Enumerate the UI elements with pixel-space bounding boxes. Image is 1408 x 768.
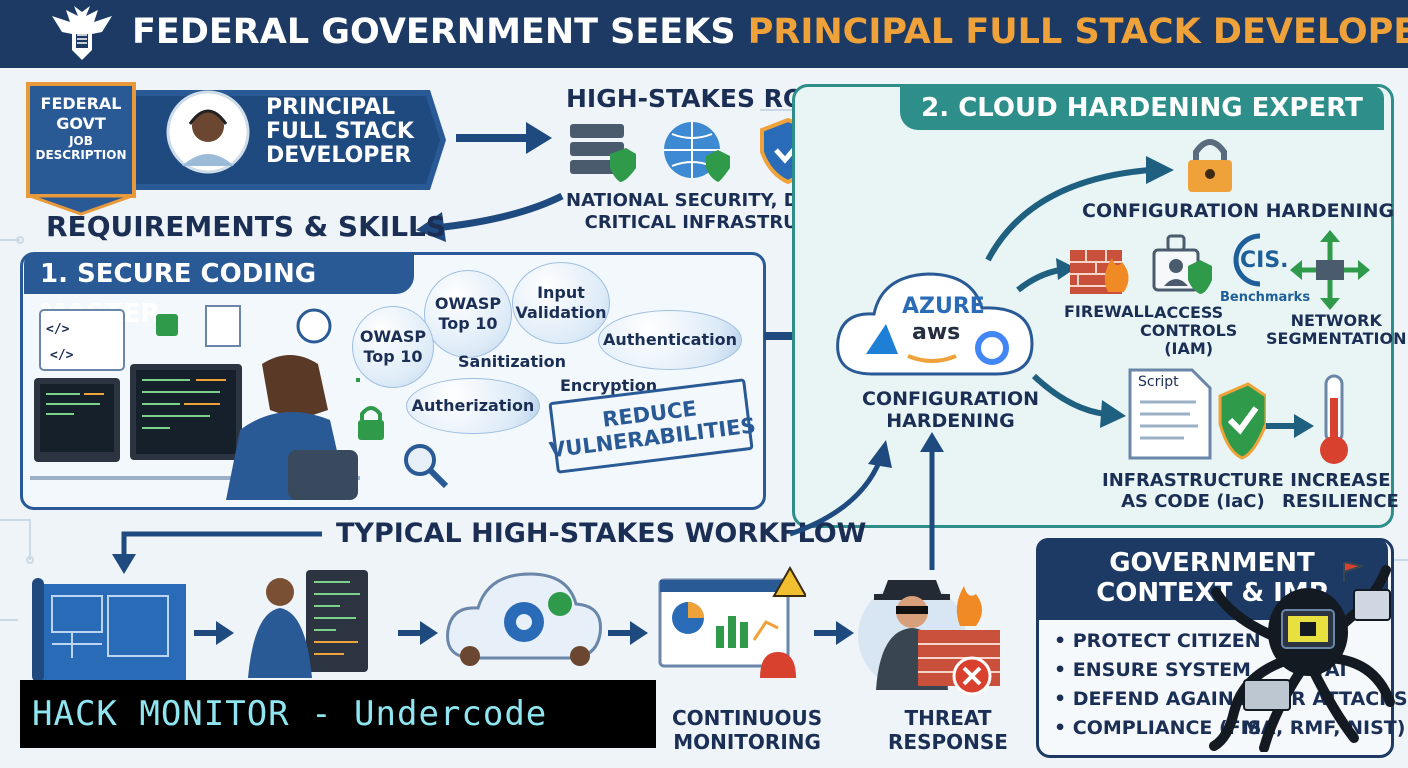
firewall-label: FIREWALL bbox=[1064, 302, 1154, 321]
monitor-line1: CONTINUOUS bbox=[672, 706, 823, 730]
cloud-arrows bbox=[985, 156, 1314, 438]
firewall-icon bbox=[1070, 250, 1129, 294]
requirements-title: REQUIREMENTS & SKILLS bbox=[46, 210, 447, 243]
magnifier-bug-icon bbox=[404, 444, 449, 489]
padlock-top-icon bbox=[1188, 139, 1232, 192]
step-arrow-1 bbox=[194, 621, 234, 645]
hack-monitor-watermark: HACK MONITOR - Undercode bbox=[20, 680, 656, 748]
role-line2: FULL STACK bbox=[266, 119, 414, 144]
monitoring-label: CONTINUOUS MONITORING bbox=[672, 706, 822, 754]
octopus-hacker-logo bbox=[1209, 562, 1395, 752]
eagle-seal-icon bbox=[52, 6, 112, 60]
label-encryption: Encryption bbox=[560, 376, 658, 395]
benchmarks-label: Benchmarks bbox=[1220, 290, 1311, 305]
badge-line1: FEDERAL bbox=[40, 94, 122, 113]
globe-shield-icon bbox=[664, 122, 730, 182]
role-line1: PRINCIPAL bbox=[266, 95, 396, 120]
aws-label: aws bbox=[912, 320, 961, 345]
bubble-autherization: Autherization bbox=[406, 378, 540, 434]
thermometer-icon bbox=[1320, 374, 1348, 464]
arrow-to-roles bbox=[456, 122, 552, 154]
job-badge: FEDERAL GOVT JOB DESCRIPTION bbox=[26, 82, 136, 198]
government-context-heading: GOVERNMENT CONTEXT & IMP bbox=[1036, 538, 1388, 620]
bubble-owasp-top10-a: OWASP Top 10 bbox=[424, 270, 512, 358]
step-collaboration-icon bbox=[446, 572, 602, 666]
server-shield-icon bbox=[570, 124, 636, 182]
badge-tail bbox=[29, 196, 133, 216]
gov-item-4-tail: MA, RMF, NIST) bbox=[1242, 717, 1406, 739]
workflow-title: TYPICAL HIGH-STAKES WORKFLOW bbox=[336, 518, 867, 549]
cis-logo-icon bbox=[1233, 233, 1261, 287]
threat-line2: RESPONSE bbox=[888, 730, 1008, 754]
access-controls-label: ACCESS CONTROLS (IAM) bbox=[1140, 304, 1237, 358]
cloud-config-label: CONFIGURATION HARDENING bbox=[862, 388, 1039, 432]
resil-line2: RESILIENCE bbox=[1282, 491, 1399, 512]
gov-title-line1: GOVERNMENT bbox=[1109, 548, 1315, 578]
cis-label: CIS. bbox=[1240, 248, 1289, 273]
threat-line1: THREAT bbox=[904, 706, 992, 730]
badge-line3: JOB bbox=[69, 134, 93, 148]
cloud-config-line2: HARDENING bbox=[886, 410, 1015, 432]
iac-label: INFRASTRUCTURE AS CODE (IaC) bbox=[1102, 470, 1284, 512]
developer-workstation-illustration bbox=[30, 305, 360, 500]
gov-item-4: • COMPLIANCE (FIS bbox=[1054, 717, 1262, 739]
config-hardening-top-label: CONFIGURATION HARDENING bbox=[1082, 200, 1395, 222]
iac-line2: AS CODE (IaC) bbox=[1121, 491, 1265, 512]
azure-label: AZURE bbox=[902, 294, 985, 319]
title-main: FEDERAL GOVERNMENT SEEKS bbox=[132, 12, 748, 52]
label-sanitization: Sanitization bbox=[458, 352, 566, 371]
network-line2: SEGMENTATION bbox=[1266, 329, 1407, 348]
padlock-icon bbox=[358, 406, 384, 440]
page-title: FEDERAL GOVERNMENT SEEKS PRINCIPAL FULL … bbox=[132, 12, 1408, 52]
badge-line4: DESCRIPTION bbox=[35, 148, 127, 162]
role-title: PRINCIPAL FULL STACK DEVELOPER bbox=[266, 96, 414, 168]
network-segmentation-icon bbox=[1290, 230, 1370, 310]
badge-line2: GOVT bbox=[56, 114, 106, 133]
iac-script-icon bbox=[1128, 368, 1266, 460]
access-line1: ACCESS bbox=[1154, 303, 1224, 322]
role-line3: DEVELOPER bbox=[266, 143, 412, 168]
threat-response-label: THREAT RESPONSE bbox=[888, 706, 1008, 754]
code-glyph: </> bbox=[46, 322, 70, 337]
bubble-input-validation: Input Validation bbox=[512, 262, 610, 344]
bubble-authentication: Authentication bbox=[598, 310, 742, 370]
network-line1: NETWORK bbox=[1290, 311, 1382, 330]
secure-coding-title: 1. SECURE CODING MASTER bbox=[24, 254, 414, 329]
cloud-provider-icon bbox=[836, 272, 1034, 376]
title-accent: PRINCIPAL FULL STACK DEVELOPER bbox=[747, 12, 1408, 52]
iac-line1: INFRASTRUCTURE bbox=[1102, 470, 1284, 491]
step-threat-response-icon bbox=[858, 580, 1000, 696]
developer-avatar bbox=[166, 90, 250, 174]
header-bar bbox=[0, 0, 1408, 68]
cloud-hardening-title: 2. CLOUD HARDENING EXPERT bbox=[900, 86, 1384, 130]
gov-item-2: • ENSURE SYSTEM bbox=[1054, 659, 1251, 681]
arrow-to-requirements bbox=[416, 192, 564, 242]
resil-line1: INCREASE bbox=[1290, 470, 1391, 491]
step-monitoring-icon bbox=[658, 566, 806, 678]
step-architecture-icon bbox=[32, 578, 186, 682]
step-secure-code-icon bbox=[248, 570, 368, 678]
gov-item-3: • DEFEND AGAINST bbox=[1054, 688, 1261, 710]
script-label: Script bbox=[1138, 374, 1179, 390]
step-arrow-4 bbox=[814, 621, 854, 645]
access-line3: (IAM) bbox=[1164, 339, 1214, 358]
code-glyph-2: </> bbox=[50, 348, 74, 363]
workflow-arrows bbox=[112, 432, 944, 574]
step-arrow-2 bbox=[398, 621, 438, 645]
step-arrow-3 bbox=[608, 621, 648, 645]
monitor-line2: MONITORING bbox=[673, 730, 821, 754]
bubble-owasp-top10-b: OWASP Top 10 bbox=[352, 306, 434, 388]
resilience-label: INCREASE RESILIENCE bbox=[1282, 470, 1399, 512]
access-line2: CONTROLS bbox=[1140, 321, 1238, 340]
gov-item-1: • PROTECT CITIZEN bbox=[1054, 630, 1261, 652]
cloud-config-line1: CONFIGURATION bbox=[862, 388, 1040, 410]
network-segmentation-label: NETWORK SEGMENTATION bbox=[1266, 312, 1407, 348]
access-control-icon bbox=[1152, 234, 1212, 294]
